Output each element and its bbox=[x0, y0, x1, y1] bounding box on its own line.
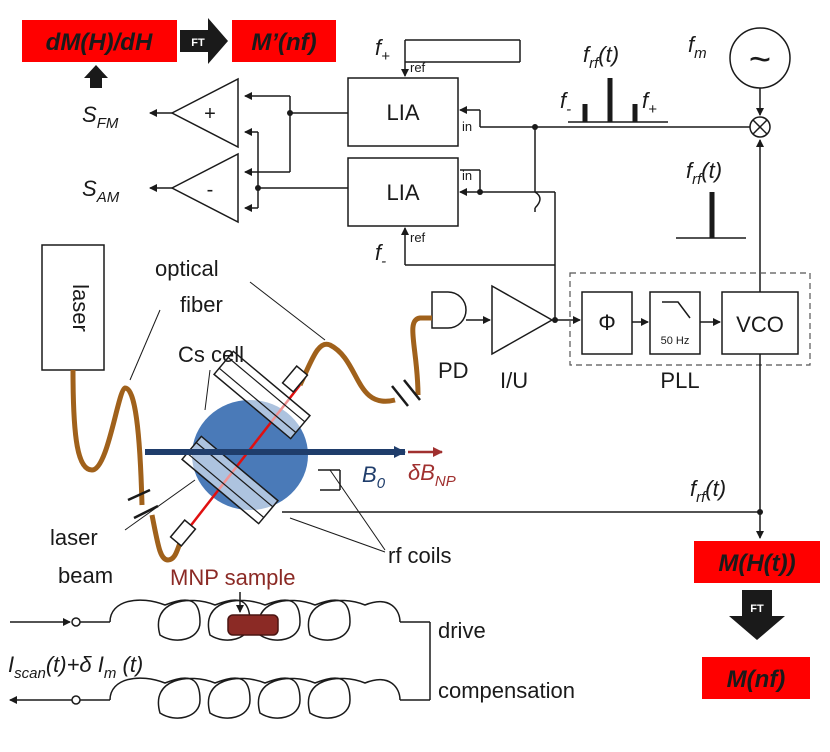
minus-sign: - bbox=[207, 179, 214, 201]
drive-coil bbox=[80, 599, 431, 700]
pd-label: PD bbox=[438, 358, 469, 383]
spectrum-top-fminus: f- bbox=[560, 88, 571, 118]
phase-detector bbox=[581, 291, 633, 355]
pll-label: PLL bbox=[660, 368, 699, 393]
laser-beam-pointer bbox=[124, 479, 196, 531]
s-fm-label: SFM bbox=[82, 102, 119, 132]
ft-arrow-top: FT bbox=[180, 18, 228, 64]
laser-box: laser bbox=[41, 244, 105, 371]
amplifier-diff: - bbox=[170, 152, 239, 224]
lia-f-minus: f- bbox=[375, 240, 386, 270]
cs-cell-label: Cs cell bbox=[178, 342, 244, 367]
iu-amplifier: I/U bbox=[491, 284, 554, 393]
rf-coils-pointers bbox=[289, 469, 386, 553]
fm-source: ~ bbox=[729, 27, 791, 89]
rf-coils-label: rf coils bbox=[388, 543, 452, 568]
lia-f-plus: f+ bbox=[375, 35, 390, 65]
iu-label: I/U bbox=[500, 368, 528, 393]
ft-right-label: FT bbox=[750, 603, 764, 615]
i-scan-label: Iscan(t)+δ Im (t) bbox=[8, 652, 143, 682]
fiber-pointer-left bbox=[129, 309, 161, 381]
spectrum-mid-title: frf(t) bbox=[686, 158, 722, 188]
coil-terminals bbox=[9, 617, 81, 705]
result-mht-text: M(H(t)) bbox=[718, 550, 795, 577]
spectrum-mid: frf(t) bbox=[676, 158, 746, 239]
fiber-ferrule-bottom bbox=[169, 519, 197, 547]
vco-label: VCO bbox=[736, 312, 784, 337]
fiber-pointer-right bbox=[249, 281, 326, 341]
mixer bbox=[749, 116, 771, 138]
result-dmdh-text: dM(H)/dH bbox=[46, 29, 153, 56]
optical-label: optical bbox=[155, 256, 219, 281]
result-mnf: M(nf) bbox=[702, 657, 810, 699]
ft-arrow-right: FT bbox=[729, 590, 785, 640]
fiber-coupler-right bbox=[391, 379, 421, 407]
fm-label: fm bbox=[688, 32, 707, 62]
lia-bottom-label: LIA bbox=[386, 180, 419, 205]
spectrum-top-fplus: f+ bbox=[642, 88, 657, 118]
laser-label: laser bbox=[68, 284, 93, 332]
mnp-sample bbox=[227, 614, 279, 636]
s-am-label: SAM bbox=[82, 176, 120, 206]
photodiode: PD bbox=[431, 291, 469, 383]
drive-label: drive bbox=[438, 618, 486, 643]
fiber-ferrule-top bbox=[281, 365, 309, 393]
tilde-symbol: ~ bbox=[749, 39, 771, 81]
pll-group: Φ 50 Hz VCO PLL bbox=[555, 272, 811, 393]
lia-top-ref: ref bbox=[410, 60, 426, 75]
lia-top-label: LIA bbox=[386, 100, 419, 125]
vco-block bbox=[721, 291, 799, 355]
cs-cell-pointer bbox=[204, 369, 211, 411]
amplifier-sum: + bbox=[170, 77, 239, 149]
rf-coil-top bbox=[212, 350, 312, 440]
lia-wiring bbox=[401, 39, 742, 320]
laser-beam-label-2: beam bbox=[58, 563, 113, 588]
up-arrow-sfm bbox=[84, 65, 108, 88]
fiber-label: fiber bbox=[180, 292, 223, 317]
frf-right-label: frf(t) bbox=[690, 476, 726, 506]
phi-label: Φ bbox=[598, 310, 616, 335]
spectrum-top-title: frf(t) bbox=[583, 42, 619, 72]
lia-top-in: in bbox=[462, 119, 472, 134]
filter-label: 50 Hz bbox=[661, 335, 690, 347]
spectrum-top: frf(t) f- f+ bbox=[560, 42, 668, 123]
lia-bottom-in: in bbox=[462, 168, 472, 183]
result-mprime: M’(nf) bbox=[232, 20, 336, 62]
lia-bottom-ref: ref bbox=[410, 230, 426, 245]
result-mnf-text: M(nf) bbox=[727, 666, 786, 693]
result-mht: M(H(t)) bbox=[694, 541, 820, 583]
b0-label: B0 bbox=[362, 462, 386, 492]
lia-top: LIA ref in bbox=[347, 60, 472, 147]
compensation-coil bbox=[80, 677, 430, 719]
mnp-sample-label: MNP sample bbox=[170, 565, 296, 590]
ft-top-label: FT bbox=[191, 37, 205, 49]
laser-beam-label-1: laser bbox=[50, 525, 98, 550]
optical-fiber-right bbox=[297, 315, 432, 404]
lia-bottom: LIA ref in bbox=[347, 157, 472, 245]
fiber-coupler-left bbox=[127, 488, 159, 520]
compensation-label: compensation bbox=[438, 678, 575, 703]
result-mprime-text: M’(nf) bbox=[251, 29, 316, 56]
plus-sign: + bbox=[204, 103, 216, 125]
delta-b-label: δBNP bbox=[408, 460, 456, 490]
result-dmdh: dM(H)/dH bbox=[22, 20, 177, 62]
amp-wiring bbox=[244, 92, 348, 212]
rf-coil-wiring bbox=[282, 469, 760, 513]
